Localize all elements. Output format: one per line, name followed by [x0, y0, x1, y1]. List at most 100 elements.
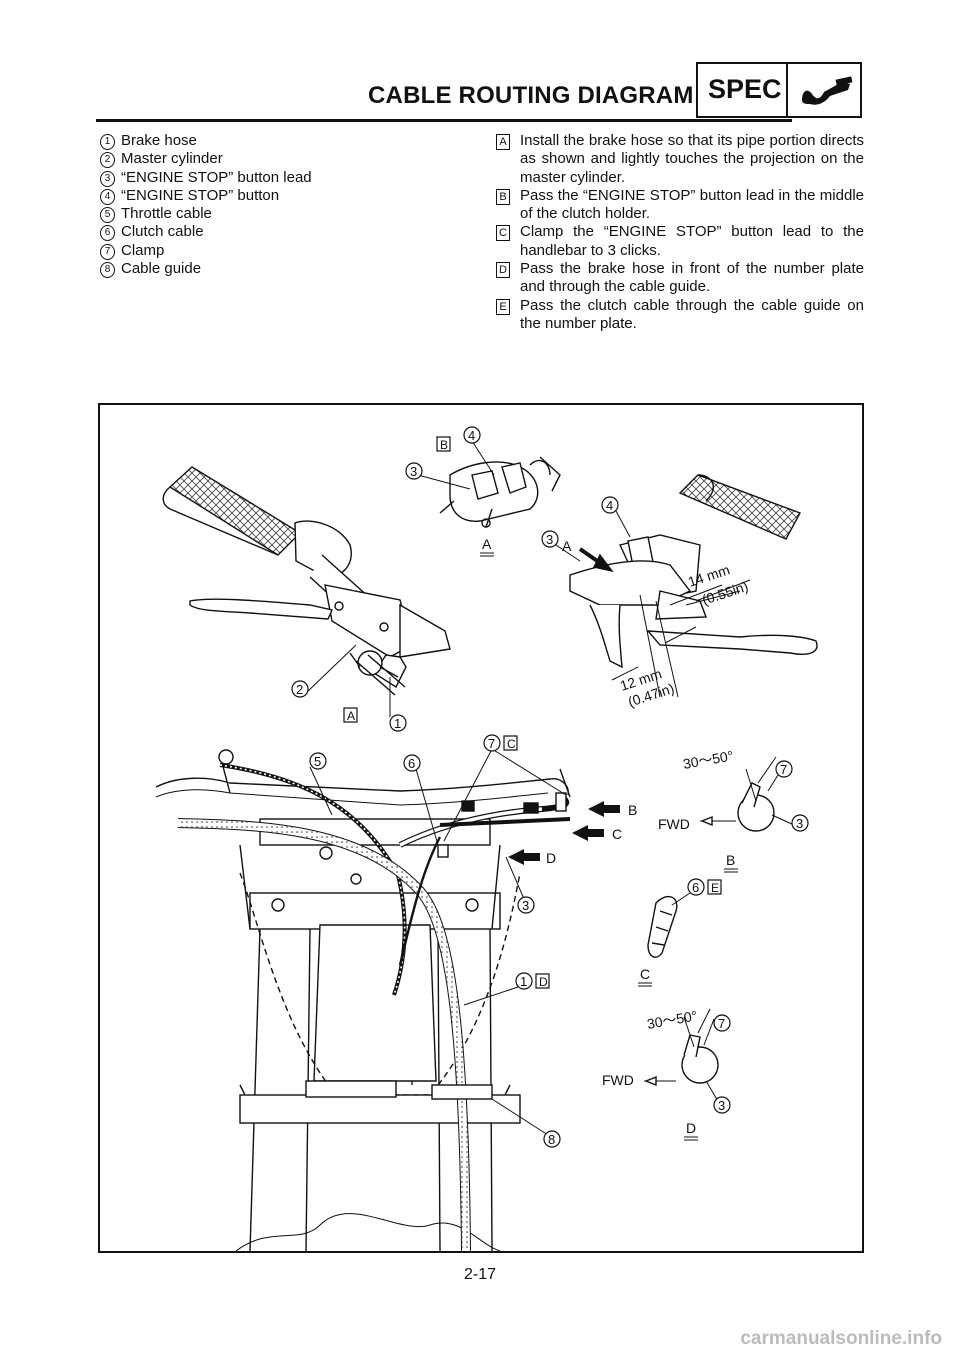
callouts: 4 B 3 4 3 2 1 A 5 6 7 C 3 1 D 8 7 3 6 E …	[291, 426, 809, 1148]
fwd-label-d: FWD	[602, 1072, 634, 1088]
left-grip-assembly	[162, 466, 451, 696]
view-underlines	[480, 552, 738, 1141]
svg-text:2: 2	[296, 682, 303, 697]
dimension-lines	[611, 579, 751, 698]
note-key: A	[496, 134, 510, 150]
svg-text:3: 3	[522, 898, 529, 913]
note-key: E	[496, 298, 510, 315]
callout-b-top: B	[436, 436, 451, 452]
callout-2: 2	[291, 680, 309, 698]
front-frame-view	[155, 749, 571, 1251]
arrow-c-label: C	[612, 826, 622, 842]
angle-label-d: 30～50°	[646, 1007, 699, 1032]
angle-label-b: 30～50°	[682, 747, 735, 772]
callout-5: 5	[309, 752, 327, 770]
note-text: Pass the clutch cable through the cable …	[520, 296, 864, 332]
view-b-label: B	[726, 852, 735, 868]
routing-notes: A Install the brake hose so that its pipe…	[496, 132, 864, 333]
legend-text: Brake hose	[121, 132, 197, 149]
leader-lines	[305, 440, 795, 1136]
svg-text:1: 1	[394, 716, 401, 731]
clamp-detail-b	[700, 756, 777, 832]
routing-diagram: 14 mm (0.55in) 12 mm (0.47in)	[98, 403, 864, 1253]
arrow-c	[572, 825, 604, 841]
callout-3-mid: 3	[517, 896, 535, 914]
svg-text:D: D	[539, 975, 548, 989]
callout-7-c: 7 C	[483, 734, 518, 752]
svg-text:4: 4	[606, 498, 613, 513]
legend-item: 7 Clamp	[100, 242, 312, 260]
view-a-arrow-label: A	[562, 538, 572, 554]
arrow-b-label: B	[628, 802, 637, 818]
note-item: B Pass the “ENGINE STOP” button lead in t…	[496, 187, 864, 224]
svg-text:6: 6	[408, 756, 415, 771]
spec-divider	[786, 64, 788, 116]
svg-text:A: A	[347, 709, 355, 723]
svg-text:3: 3	[546, 532, 553, 547]
svg-text:C: C	[507, 737, 516, 751]
legend-text: “ENGINE STOP” button	[121, 186, 280, 204]
note-key: C	[496, 225, 510, 242]
legend-number: 8	[100, 262, 115, 279]
legend-text: Clamp	[121, 241, 165, 259]
arrow-b	[588, 801, 620, 817]
fwd-label-b: FWD	[658, 816, 690, 832]
clip-detail-c	[647, 895, 678, 958]
feeler-gauge-icon	[802, 76, 853, 105]
svg-text:7: 7	[780, 762, 787, 777]
note-item: C Clamp the “ENGINE STOP” button lead to …	[496, 223, 864, 260]
view-a-label: A	[482, 536, 492, 552]
legend-number: 4	[100, 188, 115, 205]
note-key: D	[496, 262, 510, 279]
legend-item: 8 Cable guide	[100, 260, 312, 279]
callout-4-right: 4	[601, 496, 619, 514]
callout-3-d: 3	[713, 1096, 731, 1114]
callout-7-d: 7	[713, 1014, 731, 1032]
legend-text: Cable guide	[121, 260, 202, 278]
legend-number: 1	[100, 134, 115, 150]
title-rule	[96, 119, 792, 122]
legend-text: Throttle cable	[121, 205, 212, 223]
legend-number: 3	[100, 170, 115, 187]
view-c-label: C	[640, 966, 650, 982]
callout-a: A	[343, 707, 358, 723]
svg-text:5: 5	[314, 754, 321, 769]
note-item: E Pass the clutch cable through the cable…	[496, 297, 864, 334]
legend-number: 6	[100, 225, 115, 242]
diagram-artwork: 14 mm (0.55in) 12 mm (0.47in)	[155, 426, 818, 1251]
spec-label: SPEC	[708, 74, 782, 104]
legend-number: 7	[100, 243, 115, 260]
legend-number: 5	[100, 207, 115, 224]
callout-6: 6	[403, 754, 421, 772]
view-d-label: D	[686, 1120, 696, 1136]
clamp-detail-d	[644, 1008, 719, 1087]
page-number: 2-17	[463, 1266, 497, 1283]
spec-section-box: SPEC	[696, 62, 862, 118]
legend-item: 6 Clutch cable	[100, 223, 312, 242]
watermark: carmanualsonline.info	[740, 1328, 942, 1349]
arrow-d	[508, 849, 540, 865]
svg-text:B: B	[440, 438, 448, 452]
page-title: CABLE ROUTING DIAGRAM	[368, 82, 694, 109]
note-item: D Pass the brake hose in front of the num…	[496, 260, 864, 297]
svg-text:3: 3	[796, 816, 803, 831]
legend-item: 4 “ENGINE STOP” button	[100, 187, 312, 205]
legend-text: Clutch cable	[121, 223, 204, 241]
note-key: B	[496, 188, 510, 205]
svg-text:4: 4	[468, 428, 475, 443]
svg-text:1: 1	[520, 974, 527, 989]
legend-item: 1 Brake hose	[100, 132, 312, 150]
svg-text:8: 8	[548, 1132, 555, 1147]
legend-item: 3“ENGINE STOP” button lead	[100, 169, 312, 187]
arrow-d-label: D	[546, 850, 556, 866]
callout-8: 8	[543, 1130, 561, 1148]
note-text: Clamp the “ENGINE STOP” button lead to t…	[520, 223, 864, 259]
note-text: Install the brake hose so that its pipe …	[520, 132, 864, 186]
callout-7-b: 7	[775, 760, 793, 778]
svg-text:3: 3	[718, 1098, 725, 1113]
note-text: Pass the brake hose in front of the numb…	[520, 260, 864, 296]
note-text: Pass the “ENGINE STOP” button lead in th…	[520, 186, 864, 223]
note-item: A Install the brake hose so that its pipe…	[496, 132, 864, 187]
